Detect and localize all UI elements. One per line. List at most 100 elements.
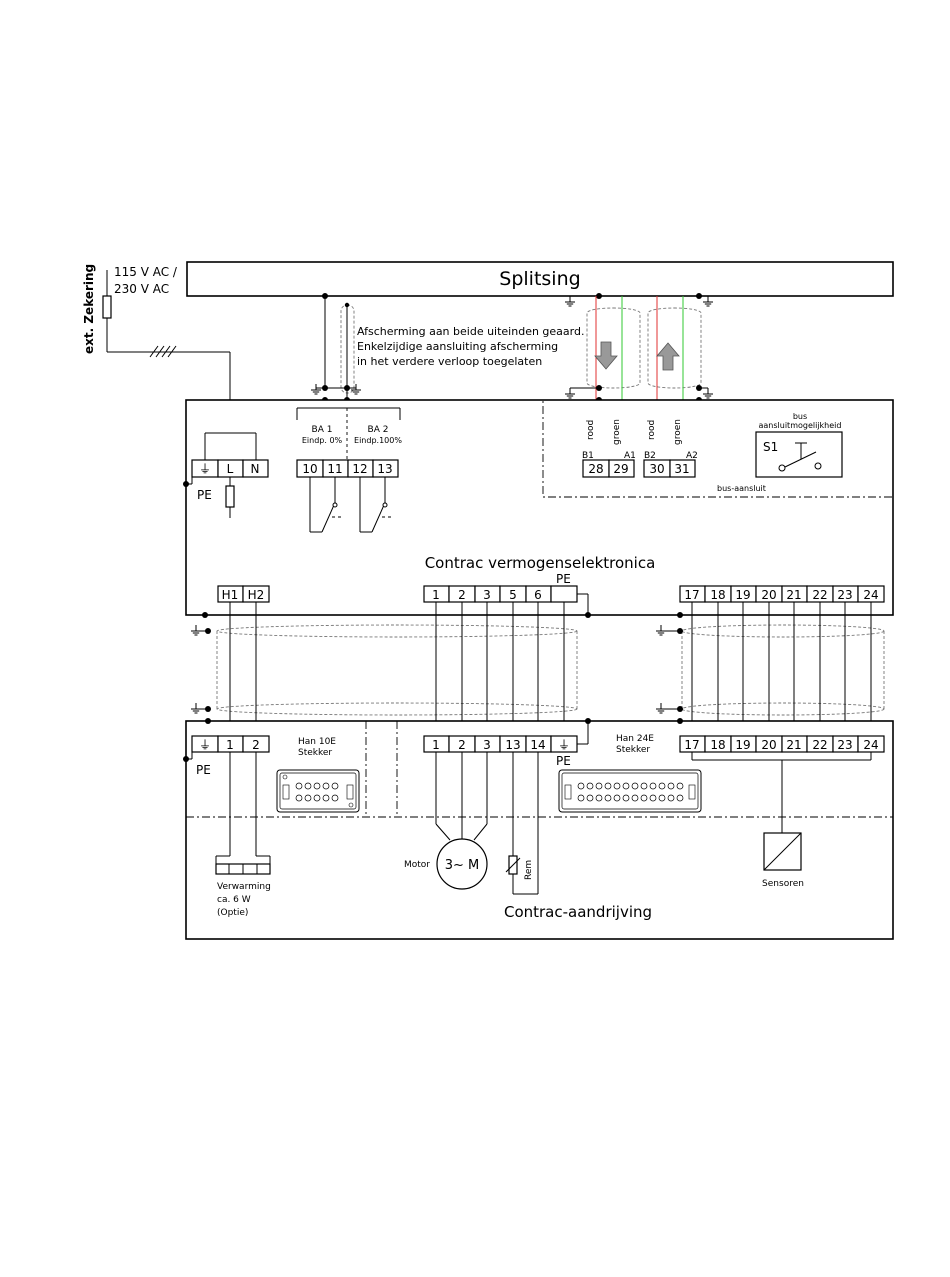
terminal-drive-23: 23 xyxy=(837,738,852,752)
heating-label-1: Verwarming xyxy=(217,882,271,892)
arrow-up-icon xyxy=(656,342,680,371)
limit-switch-ba1 xyxy=(309,477,342,533)
han10e-connector-icon xyxy=(276,769,360,813)
s1-switch-box xyxy=(755,431,843,478)
fuse-symbol xyxy=(102,295,112,319)
terminal-drive-20: 20 xyxy=(761,738,776,752)
terminal-drive-m2: 2 xyxy=(458,738,466,752)
terminal-20: 20 xyxy=(761,588,776,602)
drive-title: Contrac-aandrijving xyxy=(504,903,652,921)
rood-label-2: rood xyxy=(647,420,657,440)
shield-note-1: Afscherming aan beide uiteinden geaard. xyxy=(357,325,584,338)
terminal-drive-m3: 3 xyxy=(483,738,491,752)
terminal-drive-14: 14 xyxy=(530,738,545,752)
a2-label: A2 xyxy=(686,451,698,461)
s1-label: S1 xyxy=(763,440,778,454)
terminal-drive-pe: ⏚ xyxy=(199,738,211,752)
terminal-drive-19: 19 xyxy=(735,738,750,752)
s1-switch-icon xyxy=(778,442,822,472)
ba-terminals: 10 11 12 13 xyxy=(296,459,399,478)
terminal-6: 6 xyxy=(534,588,542,602)
groen-label-2: groen xyxy=(673,419,683,445)
motor-terminals-pe: 1 2 3 5 6 xyxy=(423,585,578,603)
motor-terminals-drive: 1 2 3 13 14 ⏚ xyxy=(423,735,578,753)
han24e-label-2: Stekker xyxy=(616,745,650,755)
fuse-label: ext. Zekering xyxy=(82,264,96,354)
terminal-28: 28 xyxy=(588,462,603,476)
terminal-l: L xyxy=(227,462,234,476)
pe-label-2: PE xyxy=(556,572,571,586)
terminal-drive-22: 22 xyxy=(812,738,827,752)
ba2-label: BA 2 xyxy=(368,425,389,435)
terminal-22: 22 xyxy=(812,588,827,602)
terminal-n: N xyxy=(251,462,260,476)
terminal-drive-13: 13 xyxy=(505,738,520,752)
sensor-terminals-pe: 17 18 19 20 21 22 23 24 xyxy=(679,585,885,603)
sensors-label: Sensoren xyxy=(762,879,804,889)
bus-title-1: bus xyxy=(793,412,807,421)
terminal-30: 30 xyxy=(649,462,664,476)
voltage-label-1: 115 V AC / xyxy=(114,265,178,279)
han10e-label-1: Han 10E xyxy=(298,737,336,747)
heating-label-3: (Optie) xyxy=(217,908,248,918)
bus-terminals-2: 30 31 xyxy=(643,459,696,478)
pe-label-3: PE xyxy=(196,763,211,777)
terminal-5: 5 xyxy=(509,588,517,602)
heater-terminals-pe: H1 H2 xyxy=(217,585,270,603)
motor-symbol-text: 3~ M xyxy=(445,858,480,873)
terminal-drive-21: 21 xyxy=(786,738,801,752)
limit-switch-ba2 xyxy=(359,477,392,533)
groen-label-1: groen xyxy=(612,419,622,445)
terminal-29: 29 xyxy=(613,462,628,476)
mains-terminals: ⏚ L N xyxy=(191,459,269,478)
terminal-19: 19 xyxy=(735,588,750,602)
ba2-sub: Eindp.100% xyxy=(354,436,402,445)
terminal-31: 31 xyxy=(674,462,689,476)
han10e-label-2: Stekker xyxy=(298,748,332,758)
heating-label-2: ca. 6 W xyxy=(217,895,251,905)
terminal-21: 21 xyxy=(786,588,801,602)
shield-note-3: in het verdere verloop toegelaten xyxy=(357,355,542,368)
terminal-pe: ⏚ xyxy=(199,462,211,476)
terminal-23: 23 xyxy=(837,588,852,602)
internal-fuse xyxy=(225,485,235,508)
motor-label: Motor xyxy=(404,860,430,870)
sensor-cable xyxy=(681,624,885,716)
b1-label: B1 xyxy=(582,451,594,461)
terminal-drive-2: 2 xyxy=(252,738,260,752)
han24e-connector-icon xyxy=(558,769,702,813)
sensor-terminals-drive: 17 18 19 20 21 22 23 24 xyxy=(679,735,885,753)
terminal-drive-18: 18 xyxy=(710,738,725,752)
terminal-3: 3 xyxy=(483,588,491,602)
terminal-13: 13 xyxy=(377,462,392,476)
terminal-12: 12 xyxy=(352,462,367,476)
brake-label: Rem xyxy=(524,860,534,880)
han24e-label-1: Han 24E xyxy=(616,734,654,744)
terminal-1: 1 xyxy=(432,588,440,602)
terminal-h2: H2 xyxy=(248,588,265,602)
pe-label-1: PE xyxy=(197,488,212,502)
ba1-label: BA 1 xyxy=(312,425,333,435)
heater-terminals-drive: ⏚ 1 2 xyxy=(191,735,270,753)
drive-box xyxy=(185,720,894,940)
terminal-drive-24: 24 xyxy=(863,738,878,752)
bus-connect-label: bus-aansluit xyxy=(717,484,766,493)
pe-label-4: PE xyxy=(556,754,571,768)
b2-label: B2 xyxy=(644,451,656,461)
rood-label-1: rood xyxy=(586,420,596,440)
motor-symbol xyxy=(436,838,488,890)
terminal-10: 10 xyxy=(302,462,317,476)
bus-cable-2 xyxy=(647,307,702,389)
terminal-17: 17 xyxy=(684,588,699,602)
a1-label: A1 xyxy=(624,451,636,461)
terminal-drive-17: 17 xyxy=(684,738,699,752)
terminal-drive-1: 1 xyxy=(226,738,234,752)
sensor-symbol-icon xyxy=(763,832,802,871)
voltage-label-2: 230 V AC xyxy=(114,282,169,296)
terminal-18: 18 xyxy=(710,588,725,602)
splitsing-box xyxy=(186,261,894,297)
bus-title-2: aansluitmogelijkheid xyxy=(759,421,842,430)
motor-cable xyxy=(216,624,578,716)
arrow-down-icon xyxy=(594,341,618,370)
